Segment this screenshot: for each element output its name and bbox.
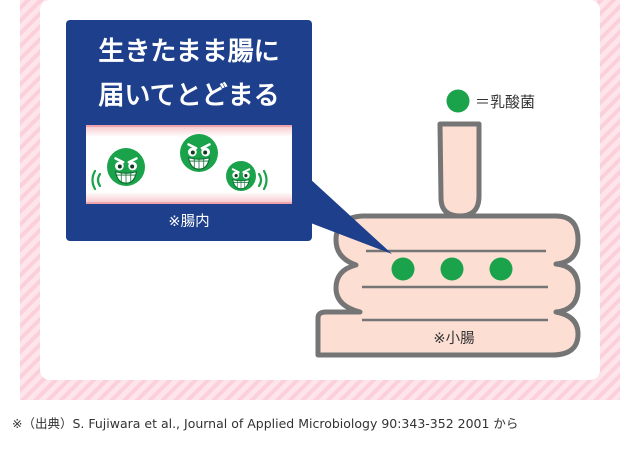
bacteria-dot <box>391 257 415 281</box>
intestine-body <box>315 121 581 358</box>
small-intestine-label: ※小腸 <box>433 330 474 347</box>
callout-headline-line1: 生きたまま腸に <box>98 37 279 67</box>
legend: ＝乳酸菌 <box>446 89 535 113</box>
intestine-interior-inset <box>86 125 292 204</box>
bacteria-dot <box>489 257 513 281</box>
inset-wall-bottom <box>86 192 292 204</box>
source-footnote: ※（出典）S. Fujiwara et al., Journal of Appl… <box>12 416 519 431</box>
inset-label: ※腸内 <box>168 213 209 230</box>
inset-wall-top <box>86 125 292 137</box>
smiling-bacteria-icon <box>105 146 147 188</box>
small-intestine-illustration <box>315 121 581 358</box>
callout-headline-line2: 届いてとどまる <box>98 81 279 111</box>
legend-label: ＝乳酸菌 <box>475 93 535 111</box>
bacteria-dot <box>440 257 464 281</box>
motion-lines-icon <box>91 169 268 191</box>
smiling-bacteria-icon <box>178 132 220 174</box>
smiling-bacteria-icon <box>225 160 257 192</box>
intestine-bacteria-group <box>391 257 513 281</box>
legend-green-circle-icon <box>446 89 470 113</box>
callout-pointer <box>296 166 392 254</box>
callout-box: 生きたまま腸に 届いてとどまる ※腸内 <box>66 20 392 254</box>
